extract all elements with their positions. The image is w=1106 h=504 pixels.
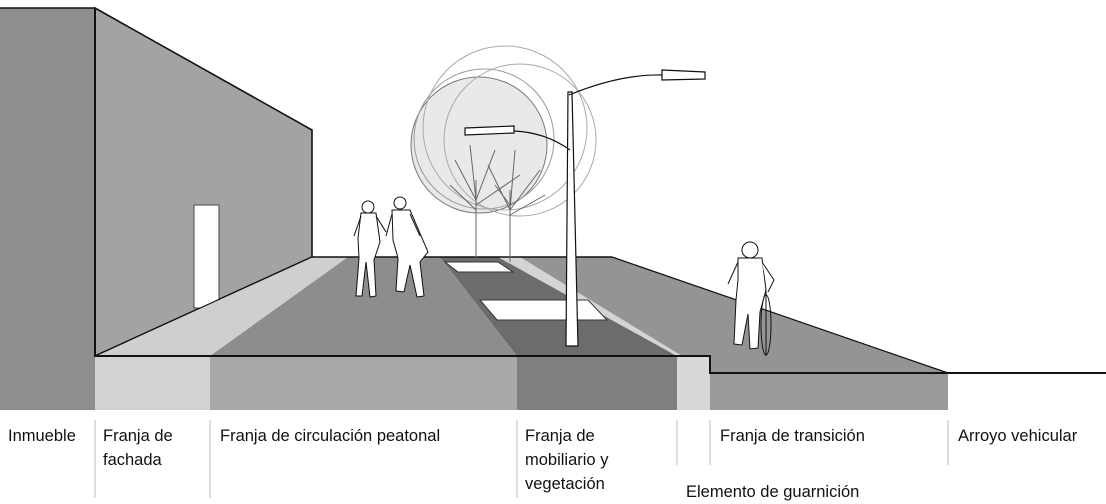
street-lamp — [464, 69, 706, 347]
fachada-strip — [95, 356, 210, 410]
divider-ticks — [94, 420, 949, 498]
building-block — [0, 6, 313, 410]
pedestrian-2 — [385, 196, 429, 298]
label-guarnicion: Elemento de guarnición — [686, 483, 859, 501]
transicion-strip — [710, 373, 948, 410]
section-strips — [95, 356, 948, 410]
guarnicion-strip — [677, 356, 710, 410]
label-peatonal: Franja de circulación peatonal — [220, 427, 440, 445]
label-arroyo: Arroyo vehicular — [958, 427, 1078, 445]
cyclist — [727, 241, 775, 356]
label-fachada-line1: Franja de — [103, 427, 173, 445]
tree-1 — [410, 45, 597, 262]
label-mobiliario-line1: Franja de — [525, 427, 595, 445]
section-profile-line — [95, 355, 1106, 374]
section-labels: Inmueble Franja de fachada Franja de cir… — [8, 427, 1078, 501]
label-inmueble: Inmueble — [8, 427, 76, 445]
door — [193, 204, 220, 309]
peatonal-strip — [210, 356, 517, 410]
label-mobiliario-line3: vegetación — [525, 475, 605, 493]
sidewalk-surfaces — [95, 257, 948, 373]
label-mobiliario-line2: mobiliario y — [525, 451, 609, 469]
mobiliario-strip — [517, 356, 677, 410]
label-transicion: Franja de transición — [720, 427, 865, 445]
pedestrian-1 — [353, 200, 387, 298]
label-fachada-line2: fachada — [103, 451, 163, 469]
